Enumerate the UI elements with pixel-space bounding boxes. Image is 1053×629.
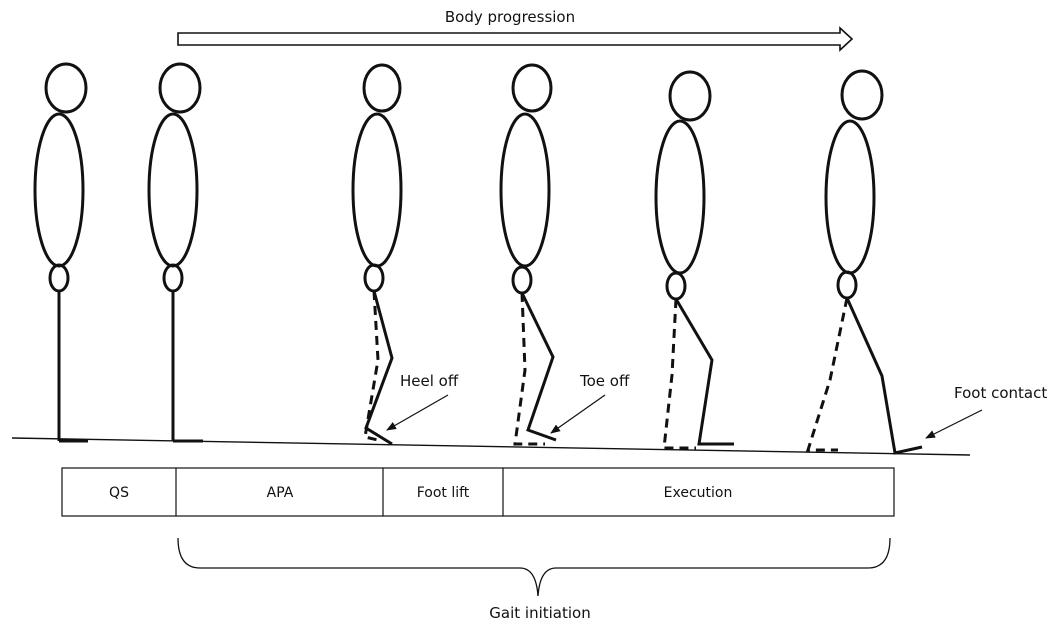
phase-bar bbox=[61, 467, 895, 517]
head bbox=[511, 63, 553, 113]
pelvis bbox=[363, 263, 385, 293]
trunk bbox=[147, 112, 199, 268]
trunk bbox=[33, 112, 85, 268]
body-progression-arrow bbox=[177, 26, 854, 52]
pelvis bbox=[162, 263, 184, 293]
gait-initiation-label: Gait initiation bbox=[489, 604, 590, 622]
head bbox=[158, 62, 202, 114]
foot-contact-label: Foot contact bbox=[954, 384, 1047, 402]
head bbox=[362, 63, 402, 113]
trunk bbox=[351, 112, 403, 268]
stick-figure-4 bbox=[499, 63, 557, 446]
phase-foot-lift: Foot lift bbox=[417, 485, 470, 501]
phase-apa: APA bbox=[267, 485, 294, 501]
stick-figure-3 bbox=[351, 63, 403, 446]
stance-leg-dashed bbox=[662, 298, 696, 450]
leading-leg bbox=[845, 297, 923, 455]
foot-contact-pointer bbox=[925, 409, 983, 439]
stance-leg-dashed bbox=[513, 292, 545, 446]
swing-leg bbox=[520, 292, 557, 442]
swing-leg bbox=[674, 298, 734, 446]
trailing-leg-dashed bbox=[805, 297, 849, 452]
pelvis bbox=[48, 263, 70, 293]
trunk bbox=[499, 112, 551, 268]
head bbox=[44, 62, 88, 114]
gait-initiation-brace bbox=[177, 537, 891, 597]
phase-execution: Execution bbox=[664, 485, 733, 501]
head bbox=[840, 69, 884, 121]
pelvis bbox=[836, 270, 858, 300]
swing-leg bbox=[364, 290, 394, 446]
stance-leg-dashed bbox=[363, 290, 383, 443]
toe-off-pointer bbox=[550, 394, 606, 434]
pelvis bbox=[665, 271, 687, 301]
stick-figure-5 bbox=[654, 70, 734, 450]
ground-line bbox=[11, 437, 971, 456]
pelvis bbox=[511, 265, 533, 295]
stick-figure-2 bbox=[147, 62, 203, 443]
toe-off-label: Toe off bbox=[579, 372, 630, 390]
head bbox=[668, 70, 712, 122]
heel-off-label: Heel off bbox=[400, 372, 459, 390]
stick-figure-6 bbox=[805, 69, 923, 455]
stick-figure-1 bbox=[33, 62, 88, 443]
trunk bbox=[654, 119, 706, 275]
trunk bbox=[824, 119, 876, 275]
body-progression-title: Body progression bbox=[445, 8, 575, 26]
heel-off-pointer bbox=[386, 394, 449, 431]
phase-qs: QS bbox=[109, 485, 129, 501]
